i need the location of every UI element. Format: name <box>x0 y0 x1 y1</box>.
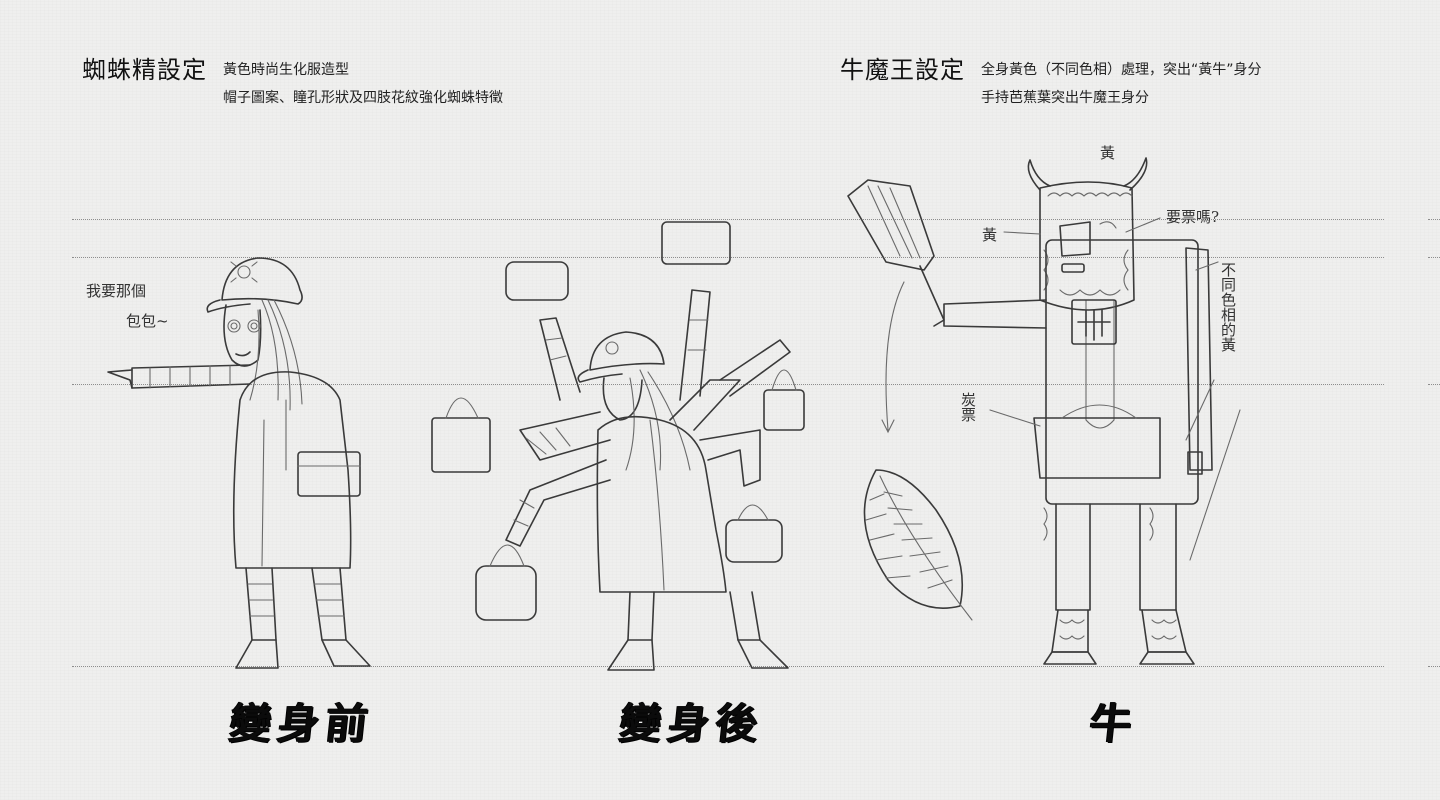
spider-spirit-title: 蜘蛛精設定 <box>82 56 207 84</box>
note-different-hue: 不同色相的黃 <box>1219 262 1237 352</box>
bull-note-1: 全身黃色（不同色相）處理，突出“黃牛”身分 <box>981 62 1262 78</box>
note-ticket-question: 要票嗎? <box>1166 208 1219 226</box>
spider-spirit-header: 蜘蛛精設定 黃色時尚生化服造型 帽子圖案、瞳孔形狀及四肢花紋強化蜘蛛特徵 <box>82 56 503 112</box>
banana-leaf-drawing <box>863 469 973 621</box>
bull-king-figure <box>847 157 1213 665</box>
spider-note-1: 黃色時尚生化服造型 <box>223 62 349 78</box>
swing-arrow-icon <box>881 281 905 434</box>
caption-after: 變身後 <box>617 699 767 748</box>
handbag-right <box>763 389 805 431</box>
guide-line-base <box>72 666 1440 667</box>
caption-before: 變身前 <box>227 699 377 748</box>
guide-line-upper <box>72 257 1440 258</box>
spider-note-2: 帽子圖案、瞳孔形狀及四肢花紋強化蜘蛛特徵 <box>223 90 503 106</box>
handbag-bottom-right <box>725 519 783 563</box>
guide-line-middle <box>72 384 1440 385</box>
caption-bull: 牛 <box>1087 699 1141 748</box>
bull-note-2: 手持芭蕉葉突出牛魔王身分 <box>981 90 1149 106</box>
fan-frame <box>847 179 935 271</box>
handbag-bottom-left <box>475 565 537 621</box>
handbag-left <box>431 417 491 473</box>
purse-top-left <box>505 261 569 301</box>
spider-before-figure <box>107 257 371 669</box>
purse-top-right <box>661 221 731 265</box>
speech-line-1: 我要那個 <box>86 282 146 300</box>
bull-king-notes: 全身黃色（不同色相）處理，突出“黃牛”身分 手持芭蕉葉突出牛魔王身分 <box>981 56 1262 112</box>
note-tickets: 炭票 <box>959 392 977 422</box>
guide-line-top <box>72 219 1440 220</box>
note-yellow-left: 黃 <box>982 226 997 244</box>
bull-king-header: 牛魔王設定 全身黃色（不同色相）處理，突出“黃牛”身分 手持芭蕉葉突出牛魔王身分 <box>840 56 1262 112</box>
note-yellow-top: 黃 <box>1100 144 1115 162</box>
bull-king-title: 牛魔王設定 <box>840 56 965 84</box>
spider-spirit-notes: 黃色時尚生化服造型 帽子圖案、瞳孔形狀及四肢花紋強化蜘蛛特徵 <box>223 56 503 112</box>
spider-after-figure <box>431 221 805 671</box>
speech-line-2: 包包~ <box>126 312 169 330</box>
